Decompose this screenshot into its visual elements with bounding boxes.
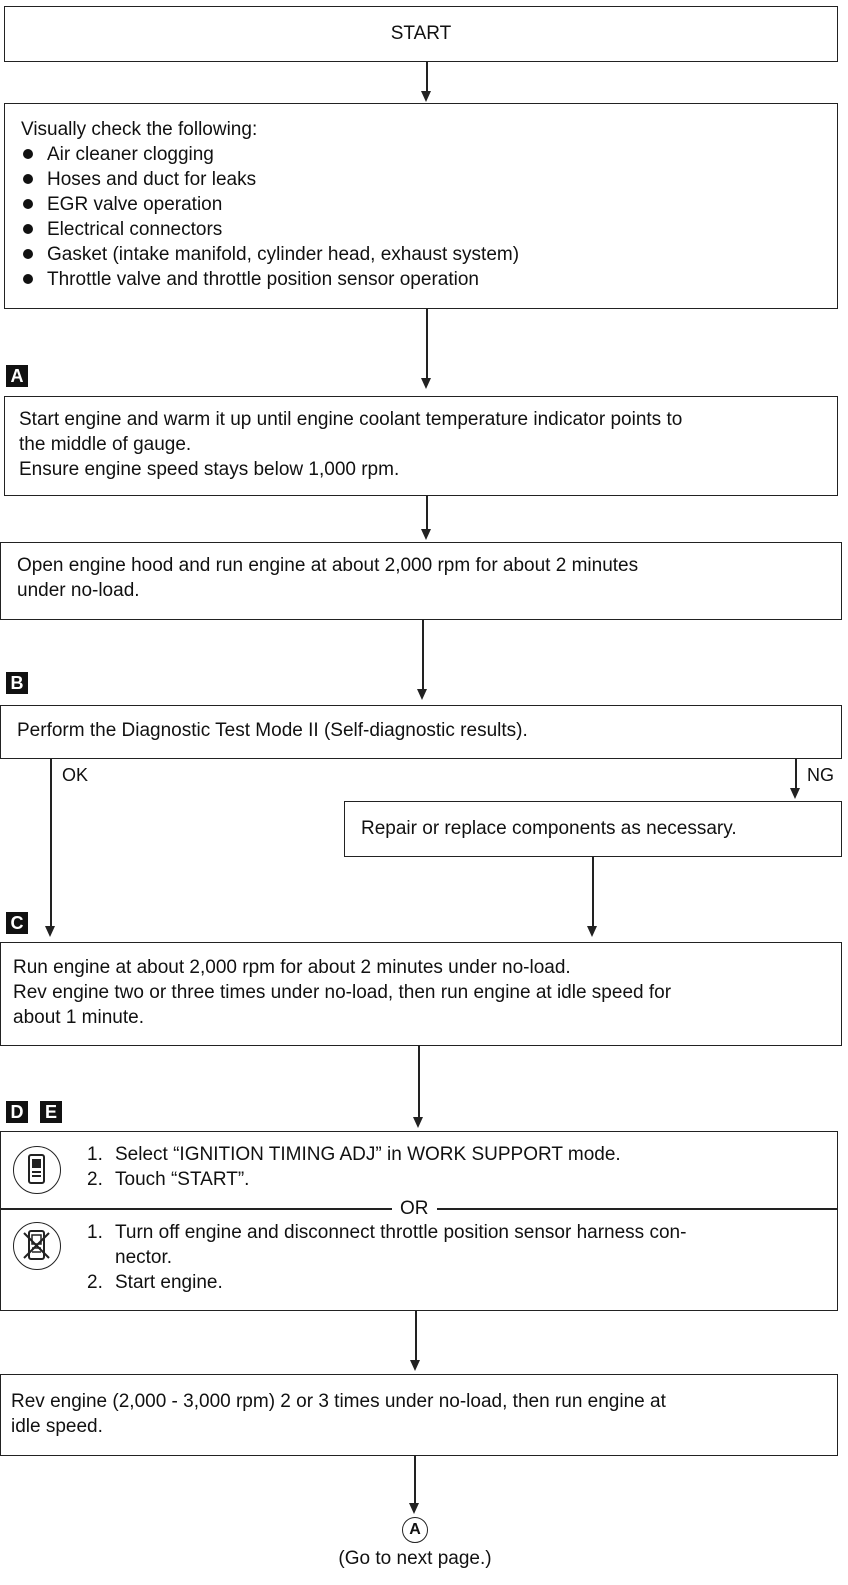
- list-item: nector.: [115, 1247, 173, 1268]
- arrow-down-icon: [410, 1360, 420, 1371]
- manual-steps: 1.Turn off engine and disconnect throttl…: [87, 1220, 686, 1295]
- start-label: START: [390, 23, 452, 44]
- connector-line: [418, 1046, 420, 1118]
- warm-up-line-3: Ensure engine speed stays below 1,000 rp…: [19, 459, 400, 480]
- connector-line: [426, 62, 428, 92]
- bullet-icon: [23, 174, 33, 184]
- diagnostic-text: Perform the Diagnostic Test Mode II (Sel…: [17, 720, 528, 741]
- rev-engine-line-2: idle speed.: [11, 1416, 103, 1437]
- visual-check-intro: Visually check the following:: [21, 119, 258, 140]
- timing-adjust-box: 1.Select “IGNITION TIMING ADJ” in WORK S…: [0, 1131, 838, 1311]
- visual-check-list: Air cleaner clogging Hoses and duct for …: [23, 142, 519, 292]
- bullet-icon: [23, 199, 33, 209]
- warm-up-line-2: the middle of gauge.: [19, 434, 192, 455]
- list-item: 1.Turn off engine and disconnect throttl…: [87, 1222, 687, 1243]
- step-badge-e: E: [40, 1101, 62, 1123]
- rev-engine-box: Rev engine (2,000 - 3,000 rpm) 2 or 3 ti…: [0, 1374, 838, 1456]
- connector-line: [422, 620, 424, 690]
- run-engine-box: Run engine at about 2,000 rpm for about …: [0, 942, 842, 1046]
- no-consult-tester-icon: [13, 1222, 61, 1270]
- start-box: START: [4, 6, 838, 62]
- next-page-note: (Go to next page.): [338, 1548, 492, 1569]
- list-item: 2.Touch “START”.: [87, 1169, 250, 1190]
- connector-line: [414, 1456, 416, 1504]
- hood-step-line-1: Open engine hood and run engine at about…: [17, 555, 639, 576]
- off-page-connector: A: [402, 1517, 428, 1543]
- connector-line: [426, 496, 428, 530]
- bullet-icon: [23, 274, 33, 284]
- run-engine-line-3: about 1 minute.: [13, 1007, 144, 1028]
- list-item: EGR valve operation: [23, 192, 519, 217]
- ng-branch-line: [795, 759, 797, 789]
- consult-tester-icon: [13, 1146, 61, 1194]
- visual-check-box: Visually check the following: Air cleane…: [4, 103, 838, 309]
- list-item: 2.Start engine.: [87, 1272, 223, 1293]
- run-engine-line-2: Rev engine two or three times under no-l…: [13, 982, 672, 1003]
- or-label: OR: [392, 1196, 437, 1221]
- arrow-down-icon: [421, 378, 431, 389]
- bullet-icon: [23, 249, 33, 259]
- step-badge-a: A: [6, 365, 28, 387]
- ok-branch-line: [50, 759, 52, 927]
- list-item: 1.Select “IGNITION TIMING ADJ” in WORK S…: [87, 1144, 621, 1165]
- ok-label: OK: [62, 765, 89, 785]
- arrow-down-icon: [587, 926, 597, 937]
- list-item: Air cleaner clogging: [23, 142, 519, 167]
- arrow-down-icon: [790, 788, 800, 799]
- hood-step-line-2: under no-load.: [17, 580, 140, 601]
- arrow-down-icon: [409, 1503, 419, 1514]
- step-badge-d: D: [6, 1101, 28, 1123]
- arrow-down-icon: [417, 689, 427, 700]
- step-badge-c: C: [6, 912, 28, 934]
- arrow-down-icon: [421, 529, 431, 540]
- diagnostic-box: Perform the Diagnostic Test Mode II (Sel…: [0, 705, 842, 759]
- list-item: Hoses and duct for leaks: [23, 167, 519, 192]
- connector-line: [415, 1311, 417, 1361]
- connector-symbol: A: [409, 1521, 421, 1538]
- connector-line: [426, 309, 428, 379]
- connector-line: [592, 857, 594, 927]
- warm-up-line-1: Start engine and warm it up until engine…: [19, 409, 683, 430]
- repair-text: Repair or replace components as necessar…: [361, 818, 737, 839]
- list-item: Gasket (intake manifold, cylinder head, …: [23, 242, 519, 267]
- arrow-down-icon: [421, 91, 431, 102]
- step-badge-b: B: [6, 672, 28, 694]
- ng-label: NG: [807, 765, 834, 785]
- list-item: Electrical connectors: [23, 217, 519, 242]
- bullet-icon: [23, 224, 33, 234]
- hood-step-box: Open engine hood and run engine at about…: [0, 542, 842, 620]
- rev-engine-line-1: Rev engine (2,000 - 3,000 rpm) 2 or 3 ti…: [11, 1391, 666, 1412]
- warm-up-box: Start engine and warm it up until engine…: [4, 396, 838, 496]
- list-item: Throttle valve and throttle position sen…: [23, 267, 519, 292]
- consult-steps: 1.Select “IGNITION TIMING ADJ” in WORK S…: [87, 1142, 621, 1192]
- bullet-icon: [23, 149, 33, 159]
- run-engine-line-1: Run engine at about 2,000 rpm for about …: [13, 957, 571, 978]
- repair-box: Repair or replace components as necessar…: [344, 801, 842, 857]
- arrow-down-icon: [413, 1117, 423, 1128]
- arrow-down-icon: [45, 926, 55, 937]
